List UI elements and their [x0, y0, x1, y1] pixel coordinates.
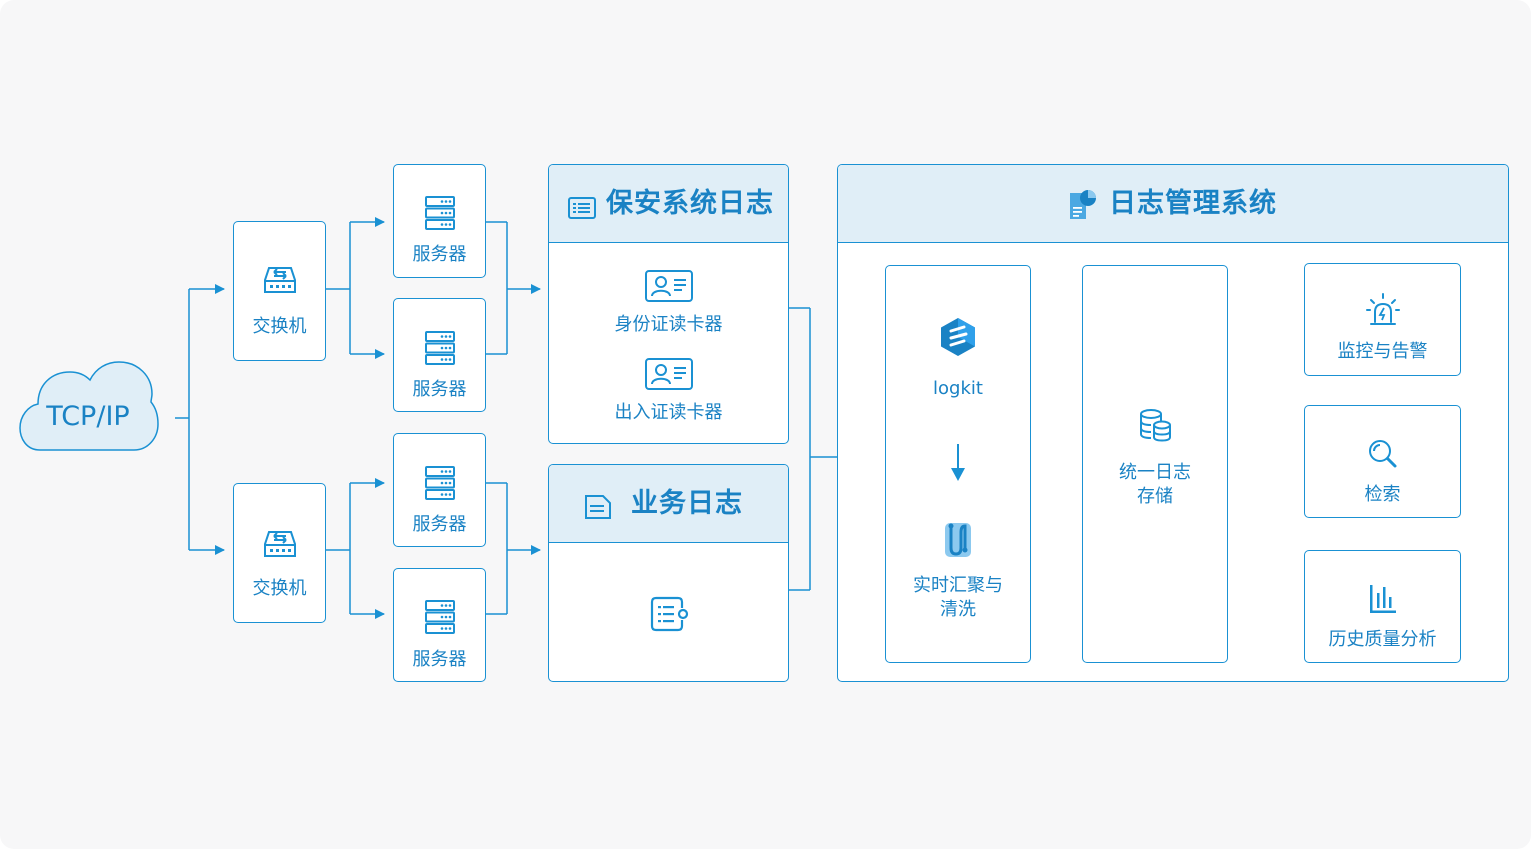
- server-label: 服务器: [412, 649, 467, 670]
- business-log-title: 业务日志: [631, 488, 743, 519]
- quality-analysis-node: 历史质量分析: [1304, 550, 1461, 663]
- switch-node-1: 交换机: [233, 221, 326, 361]
- server-rack-icon: [424, 196, 455, 230]
- server-node-3: 服务器: [393, 433, 486, 547]
- alarm-light-icon: [1365, 293, 1400, 325]
- quality-analysis-label: 历史质量分析: [1328, 629, 1437, 650]
- logkit-label: logkit: [933, 378, 983, 399]
- log-management-system-panel: 日志管理系统 logkit 实时汇聚与 清洗: [837, 164, 1509, 682]
- logkit-logo-icon: [941, 318, 975, 356]
- switch-label: 交换机: [252, 578, 307, 599]
- down-arrow-icon: [951, 444, 965, 481]
- server-node-2: 服务器: [393, 298, 486, 412]
- log-list-icon: [650, 596, 688, 632]
- switch-label: 交换机: [252, 316, 307, 337]
- server-rack-icon: [424, 466, 455, 500]
- server-node-4: 服务器: [393, 568, 486, 682]
- server-label: 服务器: [412, 379, 467, 400]
- switch-icon: [263, 531, 296, 557]
- server-label: 服务器: [412, 514, 467, 535]
- document-icon: [585, 495, 611, 519]
- database-icon: [1140, 409, 1171, 442]
- server-label: 服务器: [412, 244, 467, 265]
- unified-log-label: 统一日志: [1119, 462, 1191, 483]
- cloud-icon: [19, 361, 159, 451]
- id-card-reader-label: 身份证读卡器: [614, 314, 723, 335]
- storage-node: 统一日志 存储: [1082, 265, 1228, 663]
- ingest-node: logkit 实时汇聚与 清洗: [885, 265, 1031, 663]
- cleansing-label: 清洗: [940, 599, 976, 620]
- id-card-icon: [644, 358, 693, 390]
- log-management-header: 日志管理系统: [838, 165, 1508, 243]
- list-card-icon: [568, 197, 596, 219]
- server-node-1: 服务器: [393, 164, 486, 278]
- report-chart-icon: [1070, 190, 1096, 219]
- security-log-title: 保安系统日志: [606, 188, 774, 219]
- storage-label: 存储: [1137, 486, 1173, 507]
- monitoring-alert-label: 监控与告警: [1337, 341, 1428, 362]
- tcp-ip-label: TCP/IP: [46, 401, 130, 432]
- monitoring-alert-node: 监控与告警: [1304, 263, 1461, 376]
- switch-node-2: 交换机: [233, 483, 326, 623]
- log-management-title: 日志管理系统: [1109, 188, 1277, 219]
- security-log-header: 保安系统日志: [549, 165, 788, 243]
- server-rack-icon: [424, 331, 455, 365]
- switch-icon: [263, 267, 296, 293]
- realtime-aggregation-label: 实时汇聚与: [913, 575, 1003, 596]
- search-label: 检索: [1364, 484, 1401, 505]
- business-log-panel: 业务日志: [548, 464, 789, 682]
- business-log-header: 业务日志: [549, 465, 788, 543]
- search-node: 检索: [1304, 405, 1461, 518]
- search-icon: [1368, 440, 1396, 468]
- server-rack-icon: [424, 600, 455, 634]
- security-log-panel: 保安系统日志 身份证读卡器 出入证读卡器: [548, 164, 789, 444]
- access-card-reader-label: 出入证读卡器: [614, 402, 723, 423]
- id-card-icon: [644, 270, 693, 302]
- stream-pipe-icon: [945, 523, 971, 557]
- bar-chart-icon: [1369, 585, 1396, 613]
